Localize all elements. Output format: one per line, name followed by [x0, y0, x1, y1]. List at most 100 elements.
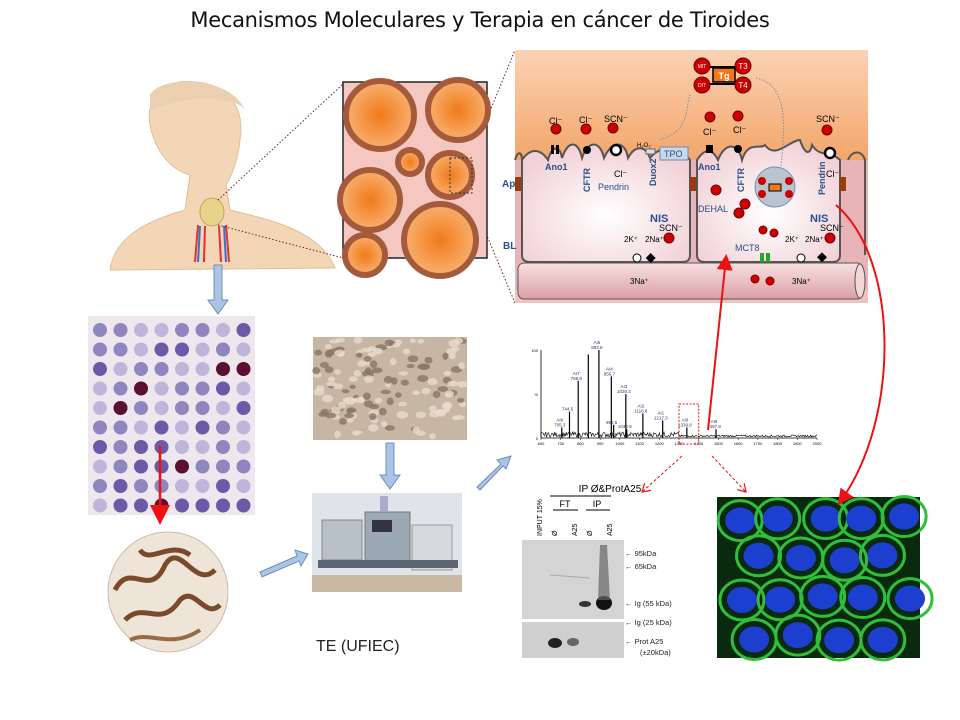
well [175, 401, 189, 415]
thyroid-gland-icon [194, 197, 230, 263]
x-tick-label: 1900 [793, 441, 803, 446]
red-connector-arrows [642, 204, 886, 506]
cell [373, 347, 383, 355]
svg-text:IP Ø&ProtA25: IP Ø&ProtA25 [579, 484, 642, 495]
svg-text:← 65kDa: ← 65kDa [625, 562, 657, 571]
cell [457, 397, 465, 403]
peak-mz: 788.8 [571, 376, 583, 381]
nucleus [743, 542, 774, 569]
iodide-ions [550, 110, 836, 286]
well [195, 362, 210, 376]
cell [442, 352, 449, 360]
cell-membrane [716, 499, 764, 543]
peak-label: AI7 [573, 371, 580, 376]
cell-culture-image [312, 336, 469, 440]
x-tick-label: 1200 [655, 441, 665, 446]
nucleus [765, 586, 796, 613]
nucleus [824, 627, 855, 654]
cell [350, 398, 358, 403]
basolateral-label: BL [503, 241, 516, 252]
cell-membrane [839, 576, 887, 620]
well [93, 362, 107, 376]
well [175, 420, 189, 435]
well [134, 498, 148, 513]
well [93, 381, 107, 396]
svg-text:Pendrin: Pendrin [817, 161, 827, 195]
peak-label: AI4 [606, 366, 613, 371]
cell [348, 376, 358, 382]
cell [355, 352, 363, 358]
well [236, 401, 251, 415]
mass-spectrometer-instrument-image [312, 493, 462, 592]
nucleus [810, 505, 841, 532]
well [236, 342, 251, 357]
well [113, 342, 128, 357]
well [175, 381, 189, 396]
y-tick-label: % [534, 392, 538, 397]
cell [367, 351, 377, 357]
nucleus [867, 542, 898, 569]
arrow-down-icon [207, 264, 229, 315]
svg-text:2Na⁺: 2Na⁺ [645, 235, 664, 244]
cell [446, 348, 457, 355]
well [154, 401, 169, 415]
thyroid-follicles-image [337, 77, 491, 279]
x-tick-label: 1500 [714, 441, 724, 446]
well [134, 440, 148, 454]
svg-text:Cl⁻: Cl⁻ [614, 169, 627, 179]
cell [346, 407, 357, 413]
peak-label: AI1 [657, 410, 664, 415]
cell [339, 418, 347, 425]
cell [342, 397, 350, 403]
cell-membrane [821, 538, 869, 582]
well [236, 459, 251, 474]
cell [429, 410, 441, 418]
cell [346, 418, 354, 423]
nucleus [847, 584, 878, 611]
x-tick-label: 900 [597, 441, 604, 446]
well [195, 479, 210, 493]
svg-text:Duox2: Duox2 [648, 158, 658, 186]
cell [368, 424, 379, 432]
well [134, 362, 148, 376]
peak-label: AI0 [681, 417, 688, 422]
well [154, 479, 169, 493]
nucleus [782, 622, 813, 649]
svg-text:CFTR: CFTR [582, 168, 592, 192]
western-blot-image: IP Ø&ProtA25 FT IP INPUT 15% Ø A25 Ø A25… [522, 484, 672, 658]
svg-text:Pendrin: Pendrin [598, 182, 629, 192]
well [175, 323, 189, 337]
cell [386, 397, 394, 406]
well [195, 401, 210, 415]
cell [453, 415, 465, 420]
cell [398, 401, 408, 407]
svg-text:MCT8: MCT8 [735, 243, 760, 253]
svg-text:IP: IP [593, 499, 602, 509]
well [236, 498, 251, 513]
peak-mz: 705.3 [554, 422, 566, 427]
svg-text:2K⁺: 2K⁺ [785, 235, 799, 244]
well [134, 459, 148, 474]
cell [432, 390, 441, 399]
cell [402, 348, 411, 355]
cell [357, 360, 367, 367]
cell [407, 355, 419, 363]
svg-text:Ano1: Ano1 [545, 162, 568, 172]
arrow-up-right-icon [476, 455, 512, 491]
cell [334, 349, 346, 357]
well [113, 498, 128, 513]
cell [333, 383, 343, 390]
cell [369, 360, 378, 369]
peak-label: AI3 [620, 384, 627, 389]
svg-text:Ano1: Ano1 [698, 162, 721, 172]
well [93, 440, 107, 454]
well [216, 420, 230, 435]
cell [351, 430, 361, 436]
nucleus [867, 626, 898, 653]
well [154, 381, 169, 396]
well [93, 342, 107, 357]
cell [344, 413, 355, 419]
cell [312, 366, 321, 375]
cell [363, 400, 374, 408]
